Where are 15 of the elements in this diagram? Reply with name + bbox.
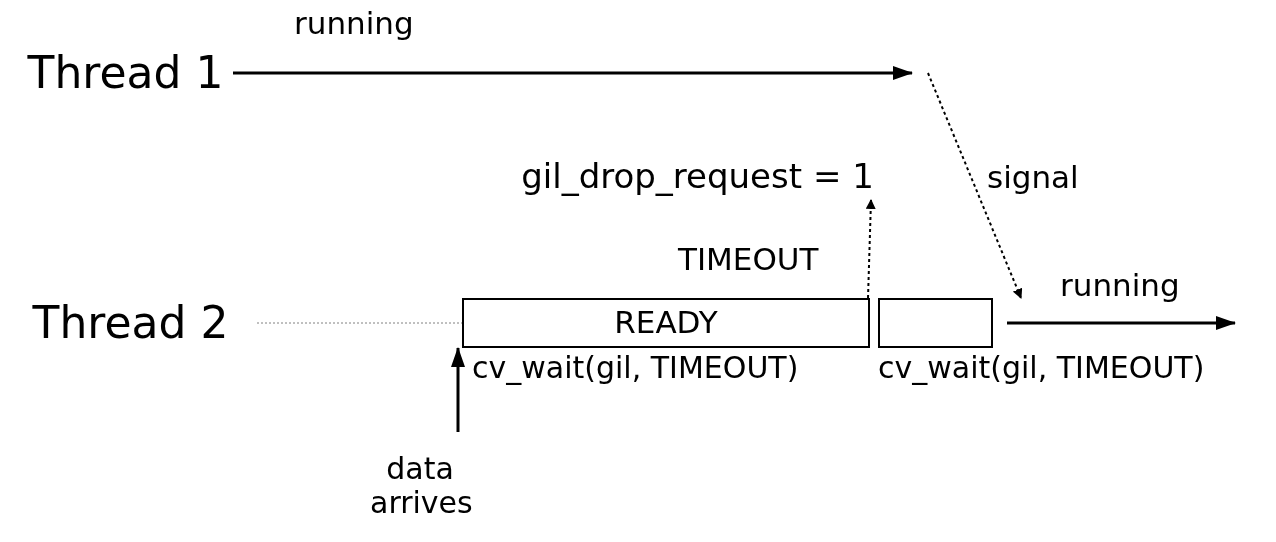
thread-label: Thread 2 xyxy=(32,297,229,349)
arrow xyxy=(233,66,913,80)
connector-line xyxy=(256,322,463,324)
flag-label: gil_drop_request = 1 xyxy=(521,157,874,197)
function-call-label: cv_wait(gil, TIMEOUT) xyxy=(878,350,1205,385)
arrow xyxy=(927,72,1023,299)
arrow xyxy=(451,347,465,432)
state-box xyxy=(462,298,870,348)
thread-label: Thread 1 xyxy=(27,47,224,99)
function-call-label: cv_wait(gil, TIMEOUT) xyxy=(472,350,799,385)
event-label: data arrives xyxy=(370,451,470,521)
state-box xyxy=(878,298,993,348)
state-label: READY xyxy=(614,305,718,341)
arrow xyxy=(1007,316,1236,330)
arrow xyxy=(865,199,876,299)
